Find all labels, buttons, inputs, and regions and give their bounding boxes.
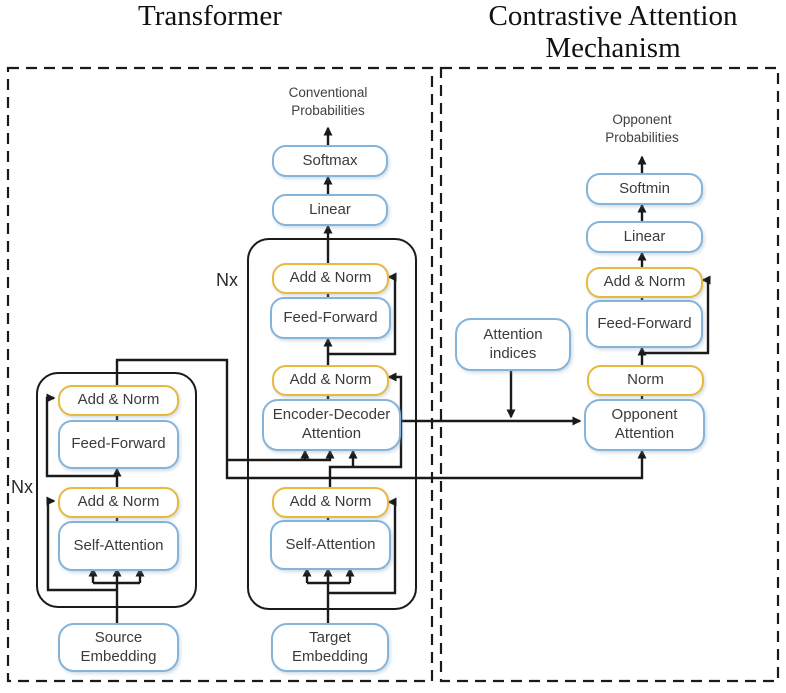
decoder-add-norm-top-box: Add & Norm — [272, 263, 389, 294]
target-embedding-line1: Target — [309, 628, 351, 646]
contrastive-dashed-region — [439, 66, 780, 683]
contrastive-linear-box: Linear — [586, 221, 703, 253]
softmin-box: Softmin — [586, 173, 703, 205]
decoder-add-norm-mid-box: Add & Norm — [272, 365, 389, 396]
attention-indices-line2: indices — [489, 344, 537, 362]
encoder-add-norm-bottom-box: Add & Norm — [58, 487, 179, 518]
attention-indices-line1: Attention — [483, 325, 543, 343]
conventional-probabilities-line2: Probabilities — [291, 102, 365, 118]
encoder-feed-forward-box: Feed-Forward — [58, 420, 179, 469]
decoder-linear-box: Linear — [272, 194, 388, 226]
source-embedding-box: Source Embedding — [58, 623, 179, 672]
opponent-probabilities-line2: Probabilities — [605, 129, 679, 145]
encoder-residual-feedforward — [45, 393, 117, 478]
opponent-attention-line1: Opponent — [611, 406, 678, 424]
encoder-decoder-attention-line2: Attention — [301, 425, 362, 442]
decoder-nx-label: Nx — [216, 270, 238, 290]
encoder-residual-self-attention — [46, 496, 117, 592]
opponent-attention-box: Opponent Attention — [584, 399, 705, 451]
conventional-probabilities-label: Conventional Probabilities — [266, 84, 390, 119]
decoder-feed-forward-box: Feed-Forward — [270, 297, 391, 339]
contrastive-title: Contrastive Attention Mechanism — [440, 0, 786, 65]
decoder-repeat-frame — [247, 238, 417, 610]
decoder-self-attention-box: Self-Attention — [270, 520, 391, 570]
encoder-output-to-opponent-attention — [115, 358, 647, 480]
decoder-query-and-residual-encdec — [328, 372, 403, 487]
contrastive-title-line2: Mechanism — [545, 32, 681, 65]
conventional-probabilities-line1: Conventional — [288, 85, 368, 100]
norm-box: Norm — [587, 365, 704, 396]
attention-indices-box: Attention indices — [455, 318, 571, 371]
contrastive-feed-forward-box: Feed-Forward — [586, 300, 703, 348]
contrastive-title-line1: Contrastive Attention — [488, 0, 738, 32]
encoder-self-attention-box: Self-Attention — [58, 521, 179, 571]
contrastive-residual-feedforward — [642, 275, 711, 355]
encoder-output-to-encdec-attention — [227, 449, 335, 462]
opponent-attention-line2: Attention — [614, 425, 675, 442]
decoder-add-norm-bottom-box: Add & Norm — [272, 487, 389, 518]
opponent-probabilities-label: Opponent Probabilities — [580, 111, 704, 146]
encoder-repeat-frame — [36, 372, 197, 608]
transformer-dashed-region — [6, 66, 434, 683]
transformer-title: Transformer — [138, 0, 282, 32]
decoder-residual-self-attention — [328, 497, 397, 595]
contrastive-add-norm-box: Add & Norm — [586, 267, 703, 298]
target-embedding-box: Target Embedding — [271, 623, 389, 672]
encoder-nx-label: Nx — [11, 477, 33, 497]
encoder-decoder-attention-box: Encoder-Decoder Attention — [262, 399, 401, 451]
encoder-add-norm-top-box: Add & Norm — [58, 385, 179, 416]
decoder-residual-feedforward — [328, 272, 397, 356]
source-embedding-line1: Source — [94, 628, 143, 646]
source-embedding-line2: Embedding — [80, 647, 157, 665]
target-embedding-line2: Embedding — [292, 647, 368, 665]
encoder-decoder-attention-line1: Encoder-Decoder — [272, 406, 391, 424]
opponent-probabilities-line1: Opponent — [612, 112, 672, 127]
softmax-box: Softmax — [272, 145, 388, 177]
